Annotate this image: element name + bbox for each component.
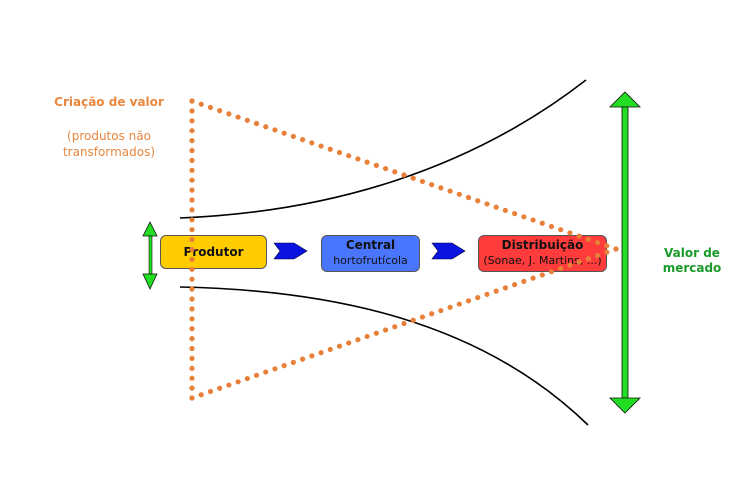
node-distribuicao-title: Distribuição bbox=[501, 238, 584, 252]
node-distribuicao[interactable]: Distribuição (Sonae, J. Martins, ...) bbox=[478, 235, 607, 272]
node-central-subtitle: hortofrutícola bbox=[333, 254, 408, 267]
value-creation-subtitle-line2: transformados) bbox=[62, 145, 156, 159]
funnel-lower-curve bbox=[179, 286, 589, 426]
value-creation-subtitle-line1: (produtos não bbox=[67, 129, 151, 143]
funnel-upper-curve bbox=[179, 79, 587, 219]
node-produtor-title: Produtor bbox=[183, 245, 244, 259]
value-creation-title: Criação de valor bbox=[54, 95, 164, 109]
node-central[interactable]: Central hortofrutícola bbox=[321, 235, 420, 272]
market-value-line1: Valor de bbox=[664, 246, 720, 260]
market-value-double-arrow-icon bbox=[609, 91, 641, 414]
flow-arrow-central-distribuicao-icon bbox=[431, 242, 466, 260]
producer-value-double-arrow-icon bbox=[142, 221, 158, 290]
node-produtor[interactable]: Produtor bbox=[160, 235, 267, 269]
node-distribuicao-subtitle: (Sonae, J. Martins, ...) bbox=[483, 254, 602, 267]
flow-arrow-produtor-central-icon bbox=[273, 242, 308, 260]
market-value-line2: mercado bbox=[662, 261, 722, 275]
node-central-title: Central bbox=[345, 238, 396, 252]
